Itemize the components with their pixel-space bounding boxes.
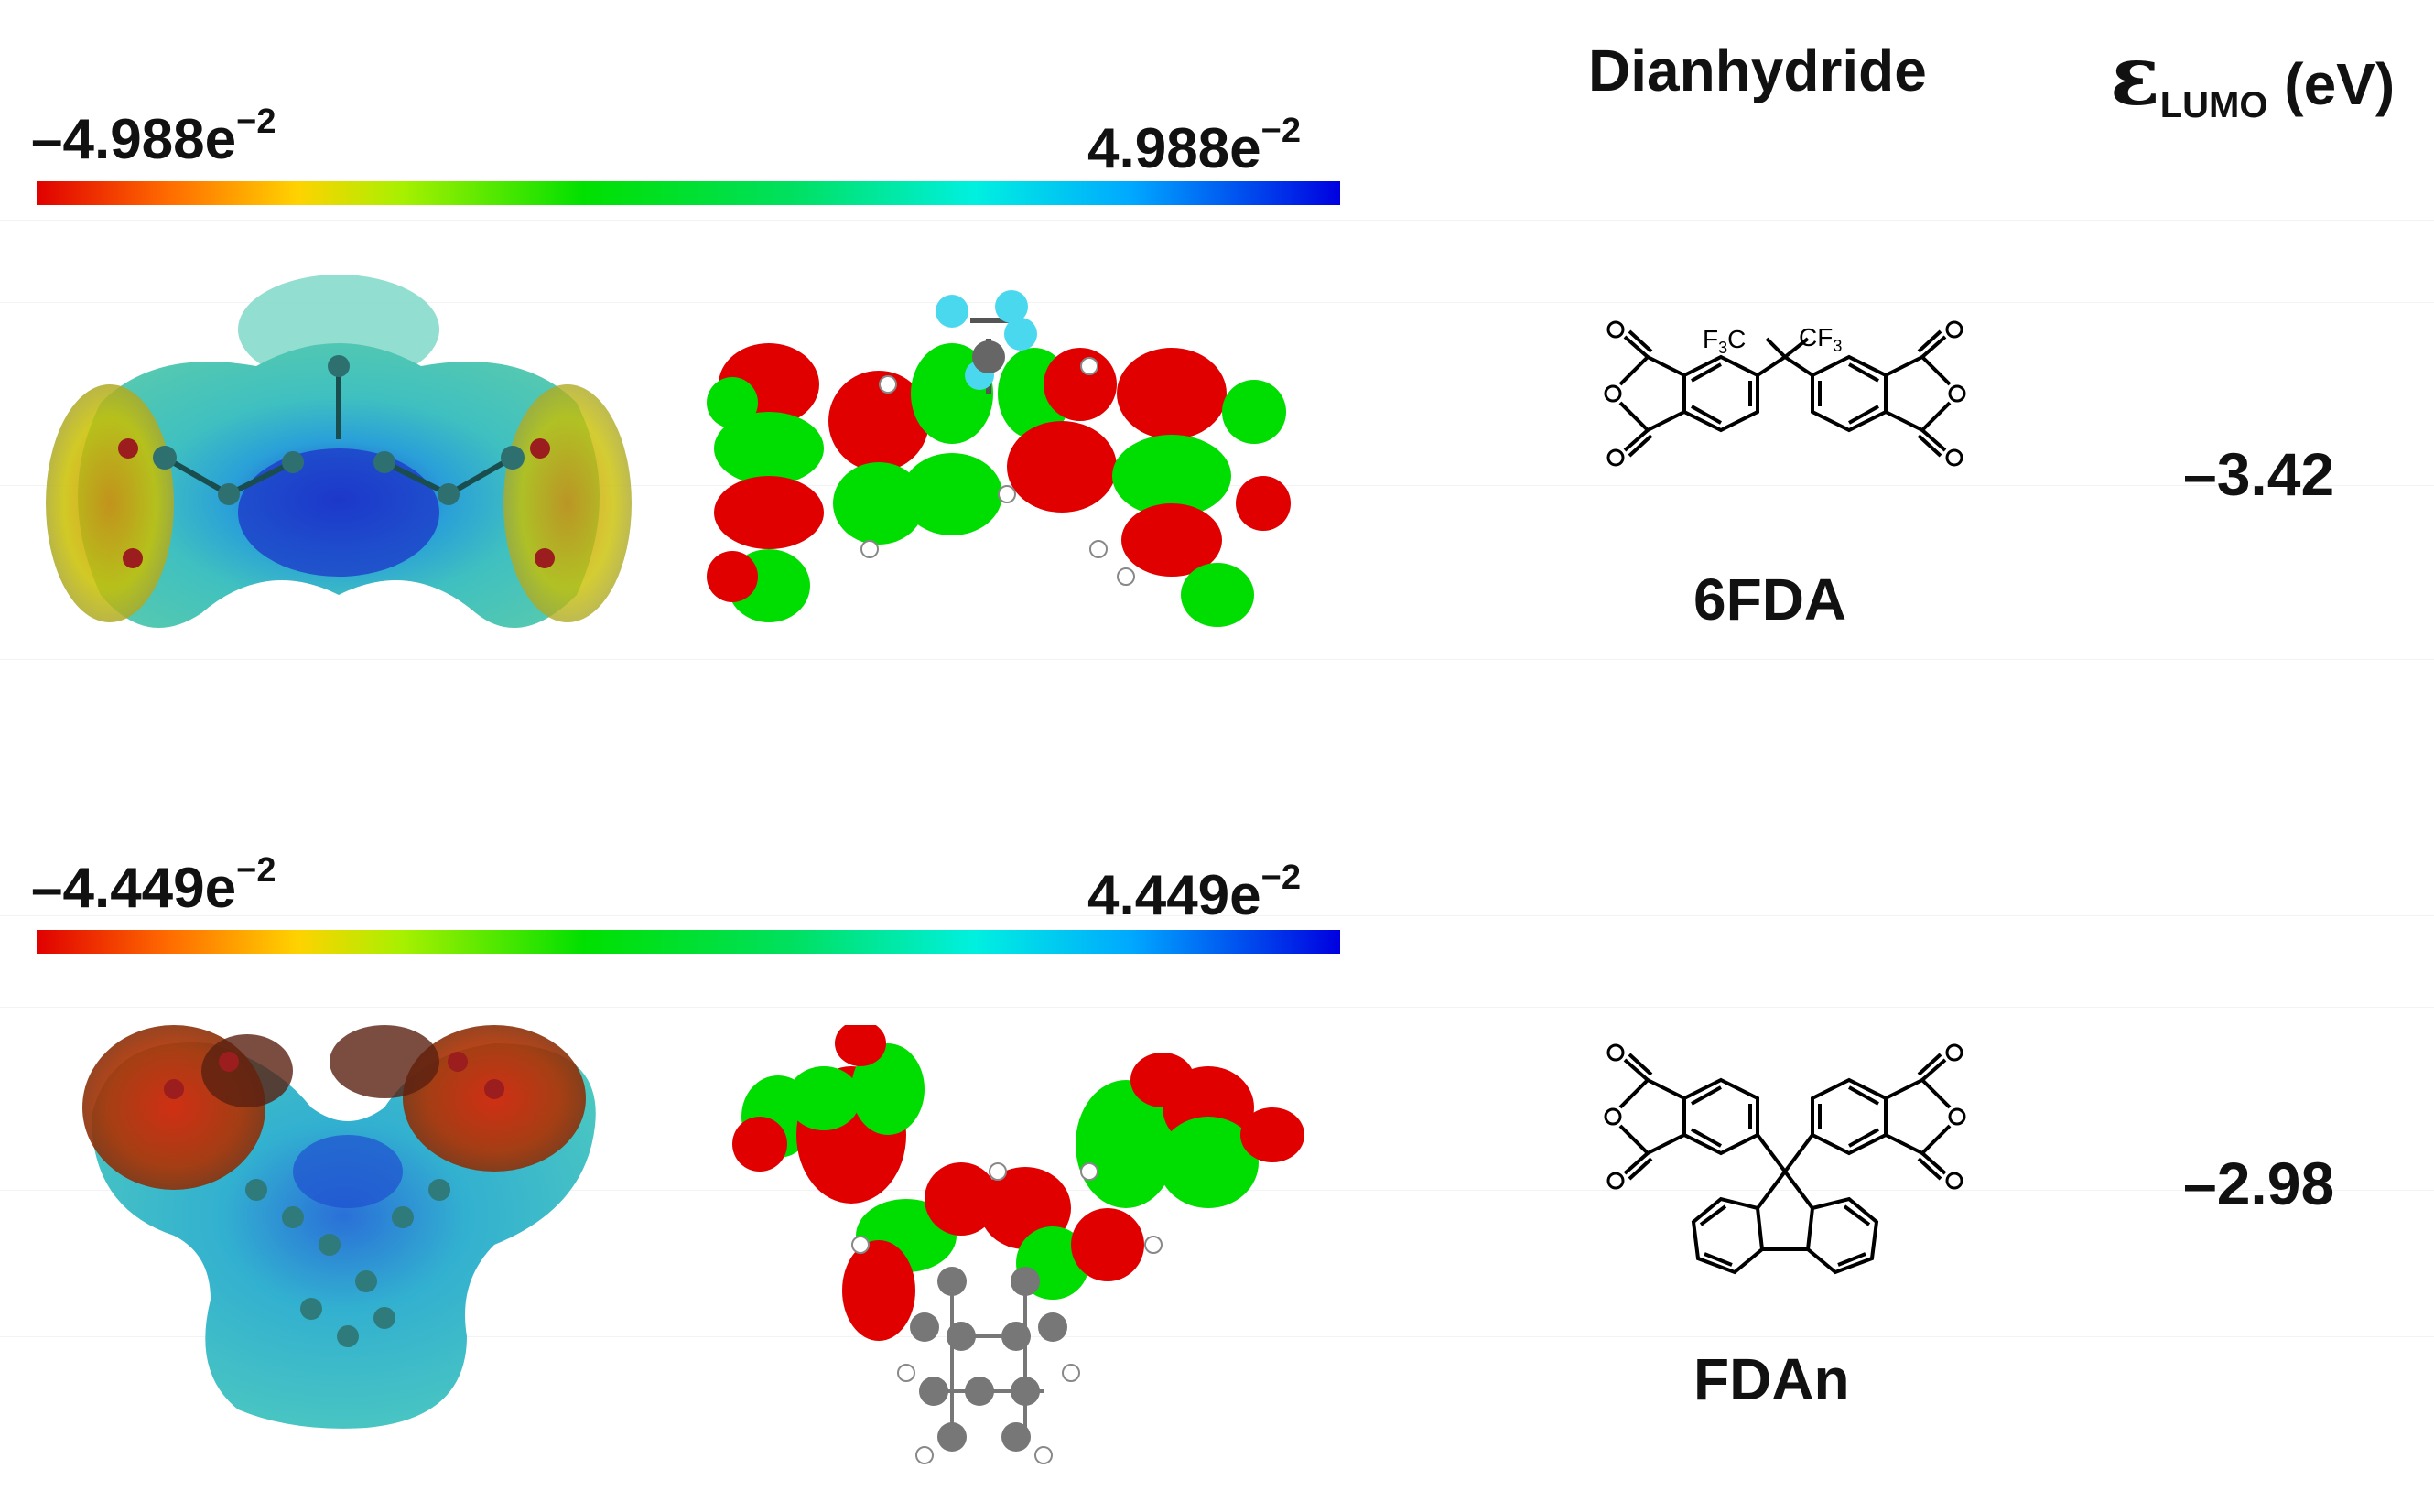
esp-surface-6fda xyxy=(46,275,632,628)
lumo-energy-header: εLUMO (eV) xyxy=(2110,27,2395,126)
lumo-orbital-fdan xyxy=(732,1025,1304,1464)
compound-name-fdan: FDAn xyxy=(1693,1346,1850,1412)
esp-color-scale-bar xyxy=(37,181,1340,205)
lumo-value-6fda: –3.42 xyxy=(2183,440,2335,508)
scale-max-label: 4.449e−2 xyxy=(1087,859,1301,927)
compound-name-6fda: 6FDA xyxy=(1693,567,1847,632)
esp-surface-fdan xyxy=(82,1025,596,1429)
energy-unit: (eV) xyxy=(2284,51,2396,117)
lumo-value-fdan: –2.98 xyxy=(2183,1150,2335,1217)
epsilon-symbol: ε xyxy=(2110,27,2160,124)
cf3-left-label: F3C xyxy=(1703,325,1746,357)
structure-fdan xyxy=(1604,1043,1966,1275)
scale-min-label: –4.449e−2 xyxy=(31,851,276,920)
lumo-orbital-6fda xyxy=(707,290,1291,627)
cf3-right-label: CF3 xyxy=(1799,323,1842,355)
scale-max-label: 4.988e−2 xyxy=(1087,112,1301,180)
dianhydride-header: Dianhydride xyxy=(1588,38,1927,103)
lumo-subscript: LUMO xyxy=(2159,85,2268,125)
structure-6fda: F3C CF3 xyxy=(1604,320,1966,467)
esp-color-scale-bar xyxy=(37,930,1340,954)
scale-min-label: –4.988e−2 xyxy=(31,103,276,171)
